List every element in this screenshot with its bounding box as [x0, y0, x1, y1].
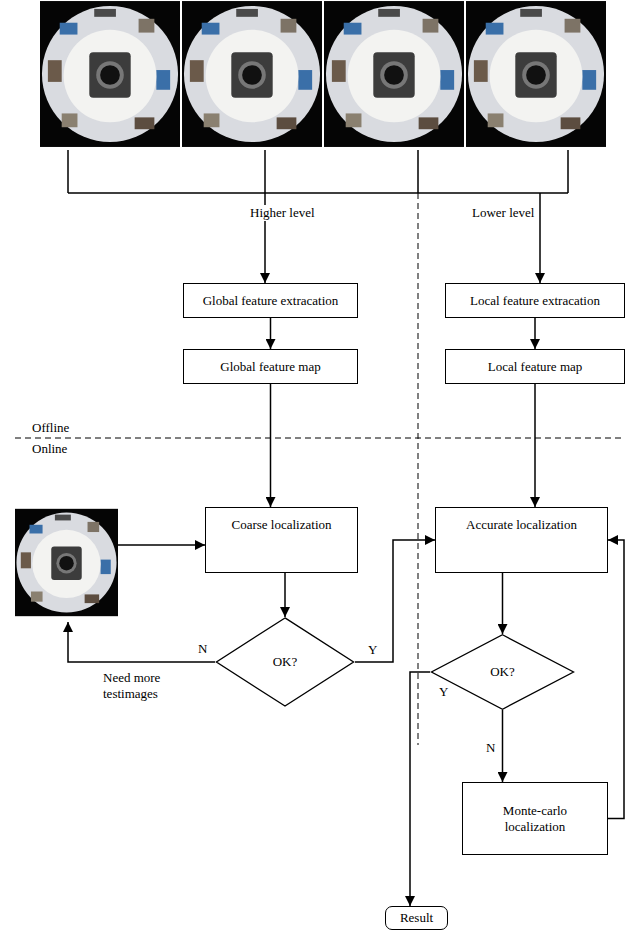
image-bracket	[68, 150, 568, 193]
flow-arrow	[270, 318, 272, 349]
lower-level-arrow	[539, 193, 541, 283]
level-label: Lower level	[470, 205, 536, 221]
node-text: OK?	[490, 664, 515, 680]
flow-arrow	[270, 384, 272, 507]
node-text: Coarse localization	[232, 517, 332, 533]
level-label: Higher level	[248, 205, 317, 221]
node-text: Local feature map	[488, 359, 583, 375]
process-box: Global feature extracation	[183, 283, 358, 318]
fisheye-image	[40, 1, 180, 147]
note-label: Need more testimages	[101, 670, 189, 701]
flow-arrow	[502, 710, 504, 782]
flow-arrow	[608, 540, 624, 819]
node-text: Local feature extracation	[470, 293, 600, 309]
diamond-shape	[431, 635, 573, 709]
branch-label: Y	[437, 684, 450, 700]
map-box: Local feature map	[445, 349, 625, 384]
map-box: Global feature map	[183, 349, 358, 384]
branch-label: N	[484, 740, 497, 756]
fisheye-image	[182, 1, 322, 147]
flow-arrow	[502, 573, 504, 634]
test-image	[15, 509, 118, 616]
node-text: Global feature extracation	[203, 293, 339, 309]
fisheye-image	[324, 1, 464, 147]
fisheye-image	[466, 1, 606, 147]
flow-arrow	[534, 384, 536, 507]
phase-label: Offline	[30, 420, 71, 436]
process-box: Monte-carlo localization	[462, 782, 608, 855]
image-input-arrow	[118, 544, 205, 546]
flow-arrow	[355, 540, 435, 662]
divider-line	[418, 193, 419, 745]
branch-label: Y	[366, 642, 379, 658]
branch-label: N	[196, 641, 209, 657]
flow-arrow	[534, 318, 536, 349]
node-text: Result	[400, 910, 433, 926]
process-box: Accurate localization	[435, 507, 608, 573]
flow-arrow	[410, 672, 430, 906]
decision-diamond: OK?	[430, 634, 575, 710]
decision-diamond: OK?	[215, 617, 355, 707]
terminal-box: Result	[385, 906, 448, 930]
node-text: Accurate localization	[466, 517, 577, 533]
process-box: Local feature extracation	[445, 283, 625, 318]
process-box: Coarse localization	[205, 507, 358, 573]
diamond-shape	[216, 618, 353, 706]
node-text: Global feature map	[220, 359, 320, 375]
retry-arrow	[68, 622, 215, 662]
offline-online-divider	[15, 438, 625, 439]
flow-arrow	[284, 573, 286, 617]
node-text: OK?	[273, 654, 298, 670]
phase-label: Online	[30, 441, 69, 457]
node-text: Monte-carlo localization	[485, 803, 585, 834]
